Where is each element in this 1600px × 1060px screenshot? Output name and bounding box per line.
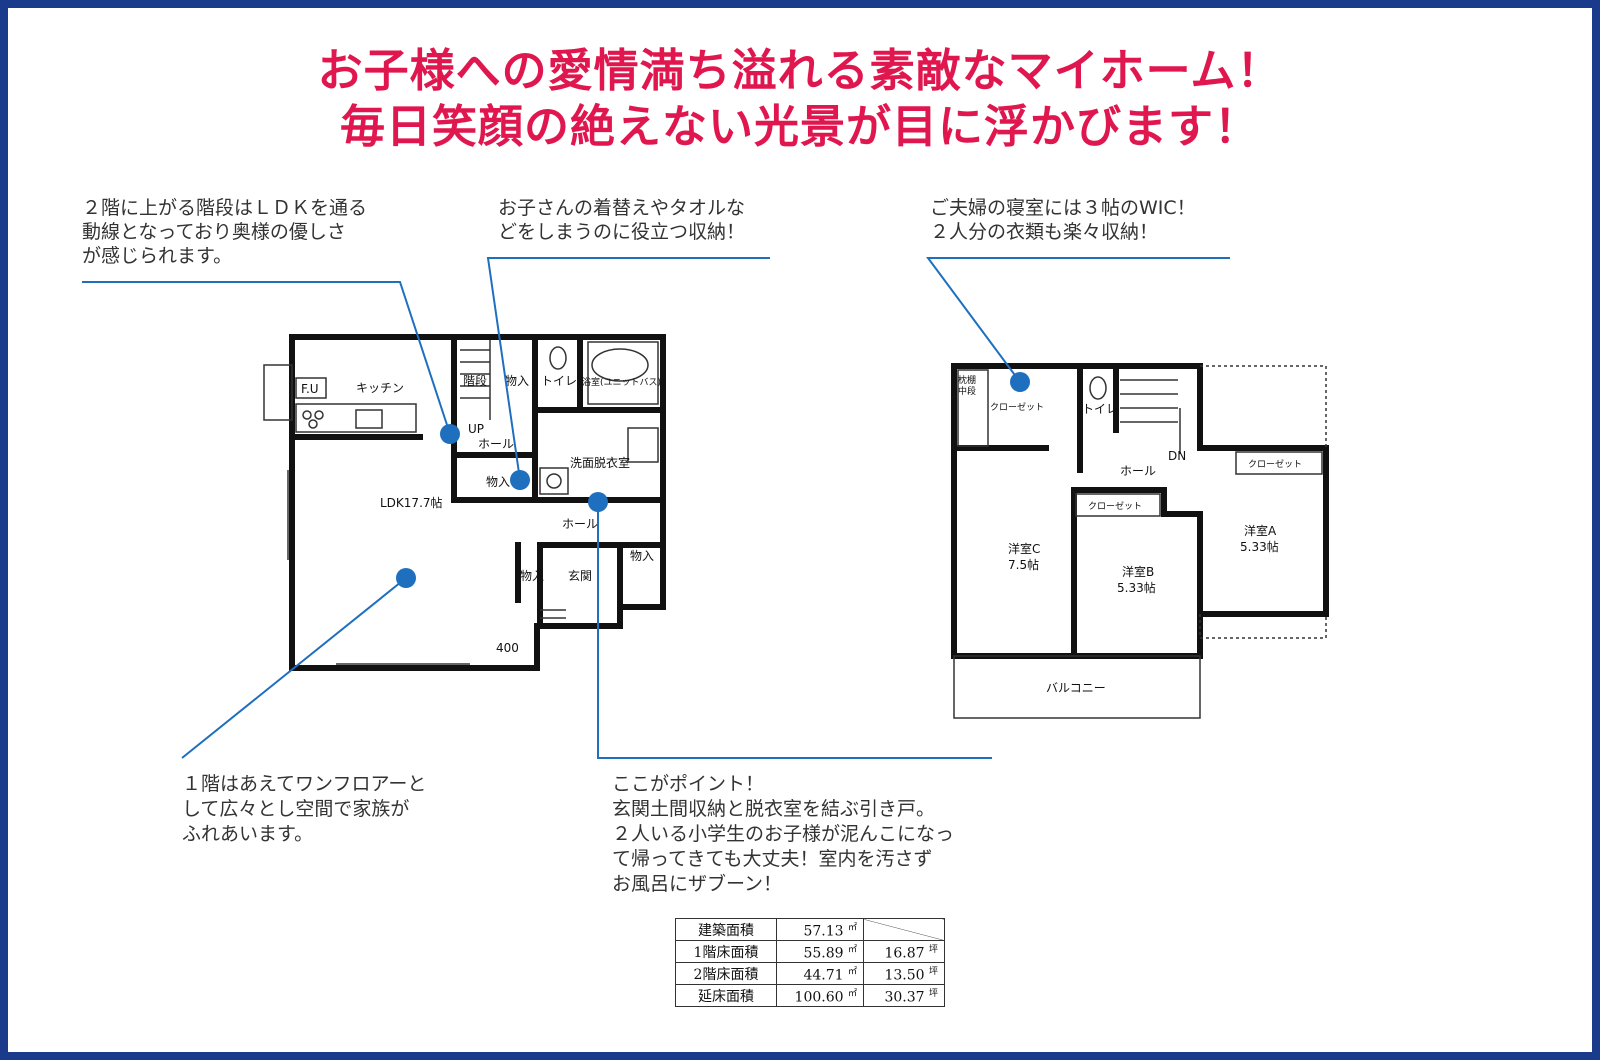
leader-storage xyxy=(486,257,770,481)
annotation-wic: ご夫婦の寝室には３帖のWIC！ ２人分の衣類も楽々収納！ xyxy=(930,197,1196,243)
annotation-storage: お子さんの着替えやタオルな どをしまうのに役立つ収納！ xyxy=(498,197,746,243)
floor2-wall-room-b-top xyxy=(1071,487,1203,517)
label-room-c: 洋室C xyxy=(1008,541,1040,556)
area-label: 延床面積 xyxy=(675,984,777,1007)
label-kitchen: キッチン xyxy=(356,381,404,395)
marker-stairs xyxy=(440,424,460,444)
label-room-b: 洋室B xyxy=(1122,564,1154,579)
label-bath: 浴室(ユニットバス) xyxy=(582,376,661,388)
floor2-roof-line-bottom xyxy=(1199,614,1327,639)
area-sqm: 100.60 ㎡ xyxy=(776,984,864,1007)
label-storage-right: 物入 xyxy=(630,549,654,563)
area-tsubo xyxy=(863,918,945,941)
toilet-bowl xyxy=(549,346,567,370)
closet-b-outline xyxy=(1075,493,1161,517)
label-up: UP xyxy=(468,422,484,436)
leader-one-room xyxy=(181,577,407,759)
annotation-stairs: ２階に上がる階段はＬＤＫを通る 動線となっており奥様の優しさ が感じられます。 xyxy=(82,197,368,267)
leader-wic xyxy=(926,257,1230,383)
floor1-wall-stair xyxy=(451,334,538,503)
label-balcony: バルコニー xyxy=(1046,681,1106,695)
label-ldk: LDK17.7帖 xyxy=(380,495,443,510)
fu-box xyxy=(295,377,327,399)
leader-stairs xyxy=(82,281,451,435)
table-row: 建築面積 57.13 ㎡ xyxy=(675,918,945,941)
table-row: 2階床面積 44.71 ㎡ 13.50 坪 xyxy=(675,962,945,985)
label-washroom: 洗面脱衣室 xyxy=(570,455,630,470)
label-room-b-size: 5.33帖 xyxy=(1117,580,1156,595)
label-hall-2: ホール xyxy=(562,517,598,531)
area-tsubo: 30.37 坪 xyxy=(863,984,945,1007)
label-dn: DN xyxy=(1168,449,1186,463)
area-sqm: 55.89 ㎡ xyxy=(776,940,864,963)
marker-wic xyxy=(1010,372,1030,392)
leader-lines xyxy=(82,257,1230,759)
marker-storage xyxy=(510,470,530,490)
label-storage-top: 物入 xyxy=(505,374,529,388)
area-table: 建築面積 57.13 ㎡ 1階床面積 55.89 ㎡ 16.87 坪 2階床面積… xyxy=(675,918,945,1007)
label-closet-wic: クローゼット xyxy=(990,401,1044,413)
area-tsubo: 13.50 坪 xyxy=(863,962,945,985)
floor2-toilet-bowl xyxy=(1089,376,1107,400)
label-closet-a: クローゼット xyxy=(1248,458,1302,470)
label-room-a: 洋室A xyxy=(1244,523,1277,538)
annotation-one-room: １階はあえてワンフロアーと して広々とし空間で家族が ふれあいます。 xyxy=(182,773,427,845)
floor2-roof-line xyxy=(1200,365,1327,448)
area-tsubo: 16.87 坪 xyxy=(863,940,945,963)
shelf-outline xyxy=(957,369,989,447)
label-fu: F.U xyxy=(301,382,319,396)
table-row: 延床面積 100.60 ㎡ 30.37 坪 xyxy=(675,984,945,1007)
back-door-step xyxy=(263,364,293,421)
label-floor2-toilet: トイレ xyxy=(1082,402,1118,416)
headline-line-2: 毎日笑顔の絶えない光景が目に浮かびます！ xyxy=(339,100,1260,153)
area-sqm: 44.71 ㎡ xyxy=(776,962,864,985)
label-stairs: 階段 xyxy=(463,373,487,388)
stove-burner xyxy=(308,419,318,429)
leader-point xyxy=(597,502,992,759)
label-storage-left: 物入 xyxy=(520,569,544,583)
label-dim-400: 400 xyxy=(496,641,519,655)
stove-burner xyxy=(314,410,324,420)
label-toilet: トイレ xyxy=(541,374,577,388)
table-row: 1階床面積 55.89 ㎡ 16.87 坪 xyxy=(675,940,945,963)
label-room-a-size: 5.33帖 xyxy=(1240,539,1279,554)
area-sqm: 57.13 ㎡ xyxy=(776,918,864,941)
wash-basin xyxy=(539,467,569,495)
floor2-wall-top xyxy=(951,363,1203,451)
headline-line-1: お子様への愛情満ち溢れる素敵なマイホーム！ xyxy=(317,44,1283,97)
label-shelf-1: 枕棚中段 xyxy=(958,374,976,397)
label-storage-mid: 物入 xyxy=(486,475,510,489)
bathtub xyxy=(591,348,649,382)
area-label: 2階床面積 xyxy=(675,962,777,985)
marker-one-room xyxy=(396,568,416,588)
label-entrance: 玄関 xyxy=(568,568,592,583)
area-label: 建築面積 xyxy=(675,918,777,941)
bath-unit xyxy=(587,341,659,405)
kitchen-counter xyxy=(295,403,417,433)
floor1-wall-left-bottom xyxy=(289,434,540,671)
floor2-wall-right xyxy=(1197,363,1329,617)
closet-a-outline xyxy=(1235,451,1323,475)
wash-basin-bowl xyxy=(546,473,562,489)
stove-burner xyxy=(302,410,312,420)
annotation-point: ここがポイント！ 玄関土間収納と脱衣室を結ぶ引き戸。 ２人いる小学生のお子様が泥… xyxy=(612,773,955,895)
label-room-c-size: 7.5帖 xyxy=(1008,557,1039,572)
washing-machine xyxy=(627,427,659,463)
label-floor2-hall: ホール xyxy=(1120,464,1156,478)
label-hall: ホール xyxy=(478,437,514,451)
area-label: 1階床面積 xyxy=(675,940,777,963)
kitchen-sink xyxy=(355,409,383,429)
marker-point xyxy=(588,492,608,512)
floor-2-plan: 枕棚中段 クローゼット トイレ DN ホール クローゼット クローゼット 洋室C… xyxy=(951,363,1329,719)
floor1-wall-entrance xyxy=(534,604,666,629)
label-closet-b: クローゼット xyxy=(1088,500,1142,512)
balcony-outline xyxy=(953,655,1201,719)
